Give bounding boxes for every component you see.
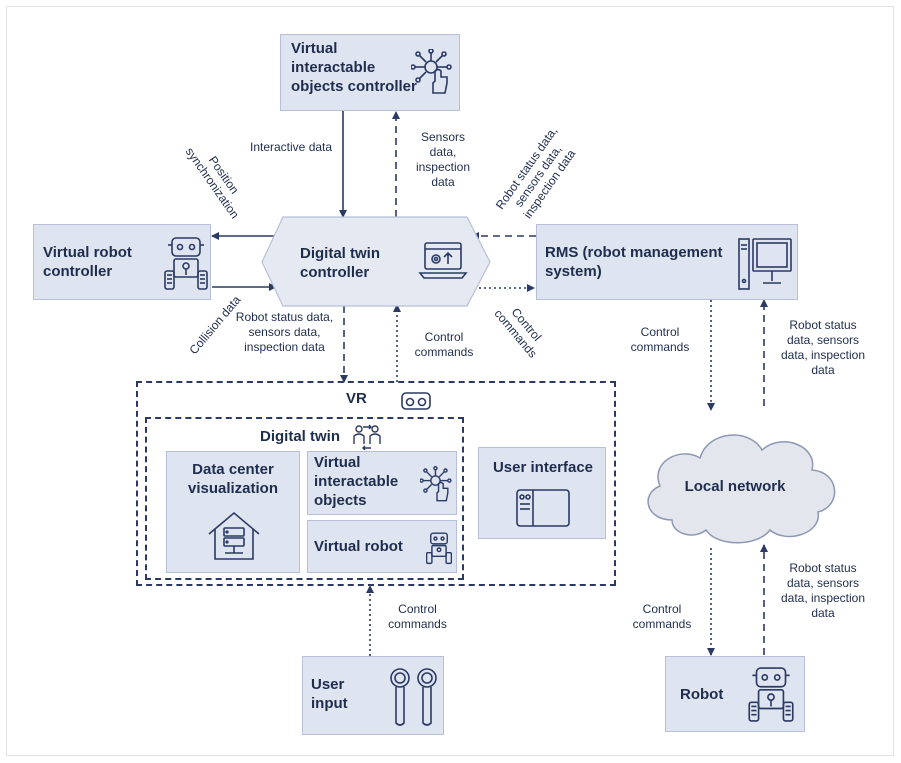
interactable-controller-box: Virtual interactable objects controller — [280, 34, 460, 111]
diagram-frame — [6, 6, 894, 756]
user-interface-label: User interface — [492, 459, 594, 476]
label-robot-status-net: Robot status data, sensors data, inspect… — [780, 318, 866, 377]
robot-box: Robot — [665, 656, 805, 732]
vr-container: VR Digital twin Data center visualizatio… — [136, 381, 616, 586]
vio-label: Virtual interactable objects — [314, 454, 399, 509]
vr-controllers-icon — [390, 668, 437, 726]
label-control-cmd-vr: Control commands — [414, 330, 474, 359]
vr-headset-icon — [401, 392, 431, 410]
label-interactive-data: Interactive data — [250, 140, 333, 154]
vio-box: Virtual interactable objects — [307, 451, 457, 515]
robot-icon — [426, 532, 452, 565]
label-robot-status-robot: Robot status data, sensors data, inspect… — [780, 561, 866, 620]
interactable-controller-label: Virtual interactable objects controller — [291, 40, 417, 95]
cloud-icon — [647, 434, 836, 544]
user-interface-box: User interface — [478, 447, 606, 539]
dt-controller-label: Digital twin controller — [300, 245, 380, 281]
label-control-cmd-robot: Control commands — [632, 602, 692, 631]
rms-box: RMS (robot management system) — [536, 224, 798, 300]
digital-twin-label: Digital twin — [260, 428, 340, 445]
dc-visualization-box: Data center visualization — [166, 451, 300, 573]
dt-controller-shape — [261, 216, 491, 307]
label-control-cmd-net: Control commands — [630, 325, 690, 354]
ui-window-icon — [516, 489, 570, 527]
virtual-robot-box: Virtual robot — [307, 520, 457, 573]
dc-visualization-label: Data center visualization — [187, 461, 279, 497]
house-server-icon — [208, 511, 260, 560]
label-sensors-inspection: Sensors data, inspection data — [415, 130, 471, 189]
label-control-cmd-user: Control commands — [388, 602, 447, 631]
network-hand-icon — [411, 49, 452, 94]
user-input-label: User input — [311, 676, 348, 712]
vr-label: VR — [346, 390, 367, 407]
robot-controller-label: Virtual robot controller — [43, 244, 132, 280]
digital-twin-container: Digital twin Data center visualization — [145, 417, 464, 580]
network-hand-icon — [420, 466, 452, 502]
robot-controller-box: Virtual robot controller — [33, 224, 211, 300]
virtual-robot-label: Virtual robot — [314, 538, 403, 555]
label-robot-status-dt: Robot status data, sensors data, inspect… — [235, 310, 334, 354]
monitor-icon — [738, 238, 792, 290]
robot-label: Robot — [680, 686, 724, 703]
user-input-box: User input — [302, 656, 444, 735]
laptop-icon — [418, 242, 468, 279]
local-network-label: Local network — [684, 478, 786, 495]
people-exchange-icon — [353, 424, 381, 450]
robot-icon — [164, 237, 208, 290]
rms-label: RMS (robot management system) — [545, 244, 723, 280]
robot-icon — [748, 667, 794, 722]
